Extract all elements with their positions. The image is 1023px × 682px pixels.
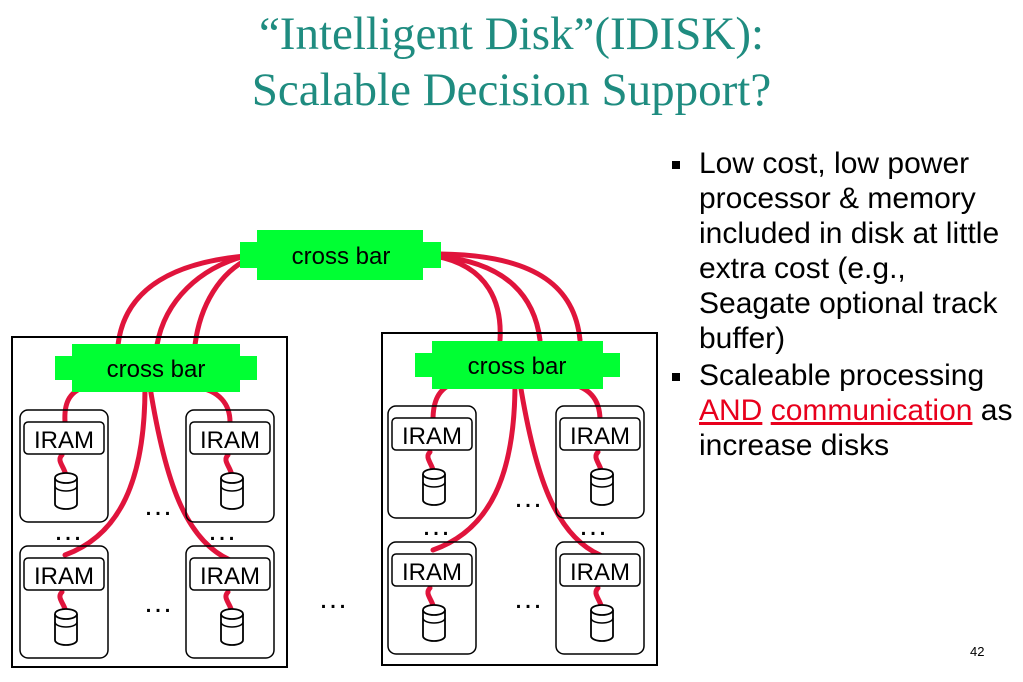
link-top-left-2 xyxy=(154,253,248,348)
page-number: 42 xyxy=(970,644,985,659)
disk-cylinder-icon xyxy=(220,472,244,510)
iram-node-frame xyxy=(19,545,109,659)
ellipsis-left-col2: … xyxy=(207,514,237,547)
disk-cylinder-icon xyxy=(54,472,78,510)
title-line-2: Scalable Decision Support? xyxy=(251,64,772,116)
slide-title: “Intelligent Disk”(IDISK): Scalable Deci… xyxy=(0,6,1023,118)
ellipsis-between-clusters: … xyxy=(318,582,348,615)
iram-label: IRAM xyxy=(200,427,260,454)
bullet-item-1: Low cost, low power processor & memory i… xyxy=(672,146,1017,356)
iram-chip xyxy=(391,417,473,451)
iram-node-frame xyxy=(555,541,645,655)
bullet-2-highlight-communication: communication xyxy=(770,394,973,427)
bullet-list: Low cost, low power processor & memory i… xyxy=(672,146,1017,465)
iram-label: IRAM xyxy=(402,423,462,450)
left-crossbar-label: cross bar xyxy=(107,356,206,383)
ellipsis-right-bottom: … xyxy=(513,582,543,615)
iram-chip xyxy=(189,557,271,591)
iram-label: IRAM xyxy=(402,559,462,586)
iram-chip xyxy=(559,553,641,587)
iram-node-frame xyxy=(185,545,275,659)
iram-node-left-bottom-left: IRAM xyxy=(19,545,109,659)
ellipsis-left-center: … xyxy=(143,489,173,522)
right-cluster-box xyxy=(381,332,658,666)
disk-cylinder-icon xyxy=(54,608,78,646)
right-crossbar-label: cross bar xyxy=(468,353,567,380)
bullet-2-suffix: as increase disks xyxy=(699,394,1013,462)
top-crossbar: cross bar xyxy=(240,230,441,280)
iram-chip xyxy=(559,417,641,451)
left-cluster-box xyxy=(11,336,288,668)
link-top-left-1 xyxy=(115,253,248,348)
iram-node-right-top-right: IRAM xyxy=(555,405,645,519)
link-top-left-3 xyxy=(192,255,253,348)
iram-chip xyxy=(391,553,473,587)
ellipsis-left-bottom: … xyxy=(143,586,173,619)
bullet-item-2: Scaleable processing AND communication a… xyxy=(672,358,1017,463)
iram-node-frame xyxy=(555,405,645,519)
ellipsis-left-col1: … xyxy=(53,514,83,547)
iram-node-right-bottom-left: IRAM xyxy=(387,541,477,655)
left-crossbar: cross bar xyxy=(55,344,257,392)
iram-node-frame xyxy=(387,541,477,655)
iram-chip xyxy=(23,421,105,455)
link-top-right-2 xyxy=(432,253,543,343)
iram-node-frame xyxy=(387,405,477,519)
square-bullet-icon xyxy=(672,161,680,169)
ellipsis-right-center: … xyxy=(513,481,543,514)
iram-node-frame xyxy=(185,409,275,523)
iram-label: IRAM xyxy=(200,563,260,590)
link-left-tr xyxy=(192,384,233,425)
iram-label: IRAM xyxy=(570,423,630,450)
iram-chip xyxy=(189,421,271,455)
ellipsis-right-col2: … xyxy=(578,509,608,542)
right-crossbar: cross bar xyxy=(415,341,620,389)
bullet-2-highlight-and: AND xyxy=(699,394,763,427)
disk-cylinder-icon xyxy=(220,608,244,646)
link-right-bl xyxy=(430,380,518,553)
iram-node-left-bottom-right: IRAM xyxy=(185,545,275,659)
iram-chip xyxy=(23,557,105,591)
disk-cylinder-icon xyxy=(422,604,446,642)
iram-label: IRAM xyxy=(570,559,630,586)
bullet-2-mid xyxy=(762,394,770,427)
iram-node-right-top-left: IRAM xyxy=(387,405,477,519)
title-line-1: “Intelligent Disk”(IDISK): xyxy=(258,8,765,60)
disk-cylinder-icon xyxy=(590,604,614,642)
square-bullet-icon xyxy=(672,373,680,381)
iram-nodes: IRAM IRAM IRAM IRAM IRAM IRAM IRAM IRAM xyxy=(19,405,645,659)
disk-cylinder-icon xyxy=(590,468,614,506)
disk-cylinder-icon xyxy=(422,468,446,506)
link-left-br xyxy=(147,384,233,563)
link-left-tl xyxy=(62,384,88,425)
iram-label: IRAM xyxy=(34,427,94,454)
bullet-1-text: Low cost, low power processor & memory i… xyxy=(699,147,1000,355)
iram-node-frame xyxy=(19,409,109,523)
iram-node-right-bottom-right: IRAM xyxy=(555,541,645,655)
top-crossbar-label: cross bar xyxy=(292,243,391,270)
link-right-br xyxy=(517,380,603,558)
iram-label: IRAM xyxy=(34,563,94,590)
bullet-2-prefix: Scaleable processing xyxy=(699,359,985,392)
link-top-right-3 xyxy=(437,251,583,343)
iram-node-left-top-right: IRAM xyxy=(185,409,275,523)
iram-node-left-top-left: IRAM xyxy=(19,409,109,523)
ellipsis-right-col1: … xyxy=(421,509,451,542)
